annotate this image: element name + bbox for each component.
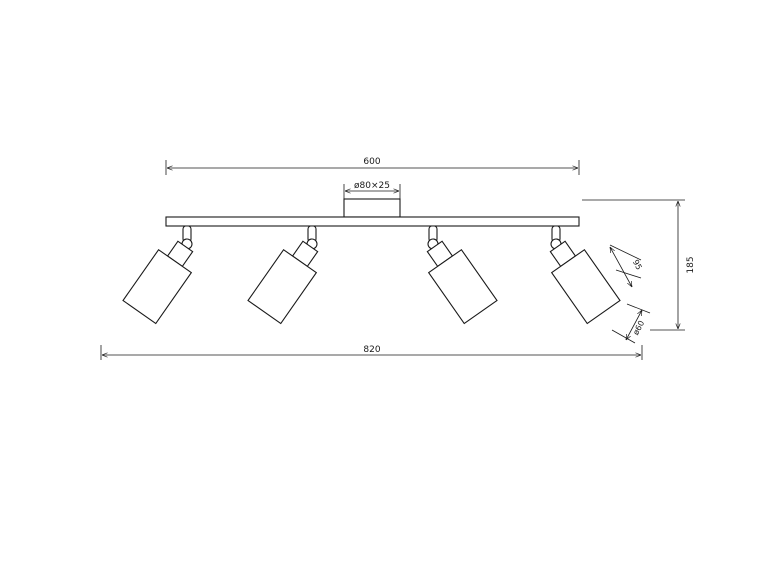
canopy-box [343,198,401,218]
dimension-shade-diameter: ø60 [611,303,651,344]
lamp-body [549,238,621,325]
spot-lamp [549,225,621,325]
dimension-canopy: ø80×25 [343,181,401,199]
dimension-shade-height: 95 [610,244,644,287]
mounting-bar [165,216,580,227]
spot-lamp [426,225,498,325]
lamp-shade [427,248,498,325]
spot-lamp [247,225,319,325]
dimension-820-label: 820 [363,345,380,355]
lamp-shade [122,248,193,325]
dimension-820: 820 [100,345,643,360]
dimension-185: 185 [582,199,696,331]
dimension-canopy-label: ø80×25 [354,181,390,191]
dimension-shade-height-label: 95 [631,258,644,271]
lamp-body [247,238,319,325]
lamp-shade [247,248,318,325]
dimension-185-label: 185 [686,256,696,273]
lamp-shade [550,248,621,325]
spot-lamps [122,225,621,325]
dimension-shade-diameter-label: ø60 [631,319,646,337]
dimension-600-label: 600 [363,157,380,167]
spot-lamp [122,225,194,325]
lamp-body [426,238,498,325]
dimension-600: 600 [165,157,580,175]
lamp-body [122,238,194,325]
